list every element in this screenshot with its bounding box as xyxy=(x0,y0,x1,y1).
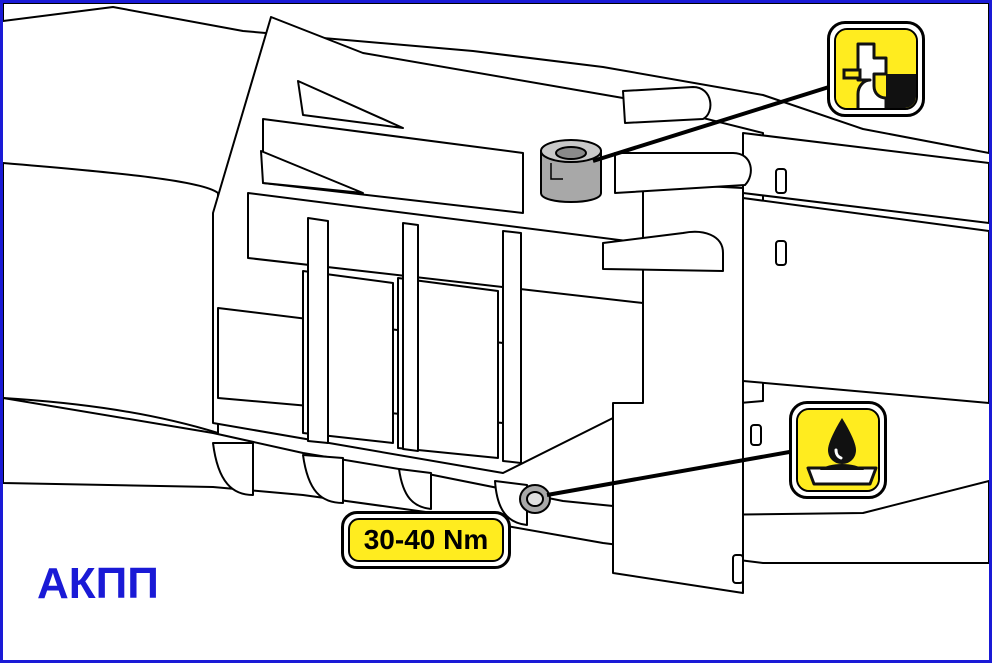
housing-band xyxy=(302,454,344,504)
housing-band xyxy=(212,442,254,496)
casing-web xyxy=(502,230,522,464)
fill-plug-icon-badge xyxy=(827,21,925,117)
torque-spec-label: 30-40 Nm xyxy=(348,518,504,562)
drain-plug xyxy=(519,484,551,514)
casing-rib xyxy=(297,80,404,129)
leader-lines xyxy=(546,85,830,497)
bolt xyxy=(775,168,787,194)
transmission-illustration xyxy=(3,3,989,594)
oil-drain-icon xyxy=(798,410,878,490)
bolt xyxy=(750,424,762,446)
cross-member xyxy=(742,197,989,404)
transmission-title: АКПП xyxy=(37,559,159,608)
fill-plug xyxy=(540,139,602,203)
vehicle-body-outline xyxy=(3,3,989,154)
casing-web xyxy=(307,217,329,444)
housing-band xyxy=(398,468,432,510)
mount-bracket-strap xyxy=(614,152,752,194)
bolt xyxy=(732,554,744,584)
housing-band xyxy=(494,480,528,526)
bolt xyxy=(775,240,787,266)
fill-plug-icon xyxy=(836,30,916,108)
torque-spec-badge: 30-40 Nm xyxy=(341,511,511,569)
casing-web xyxy=(402,222,419,452)
casing-web xyxy=(397,277,499,459)
casing-rib xyxy=(260,150,364,194)
oil-drain-icon-badge xyxy=(789,401,887,499)
vehicle-floor-outline xyxy=(3,162,219,434)
mount-bracket-strap xyxy=(622,86,712,124)
mount-bracket-strap xyxy=(602,230,724,272)
mount-bracket xyxy=(612,182,744,594)
